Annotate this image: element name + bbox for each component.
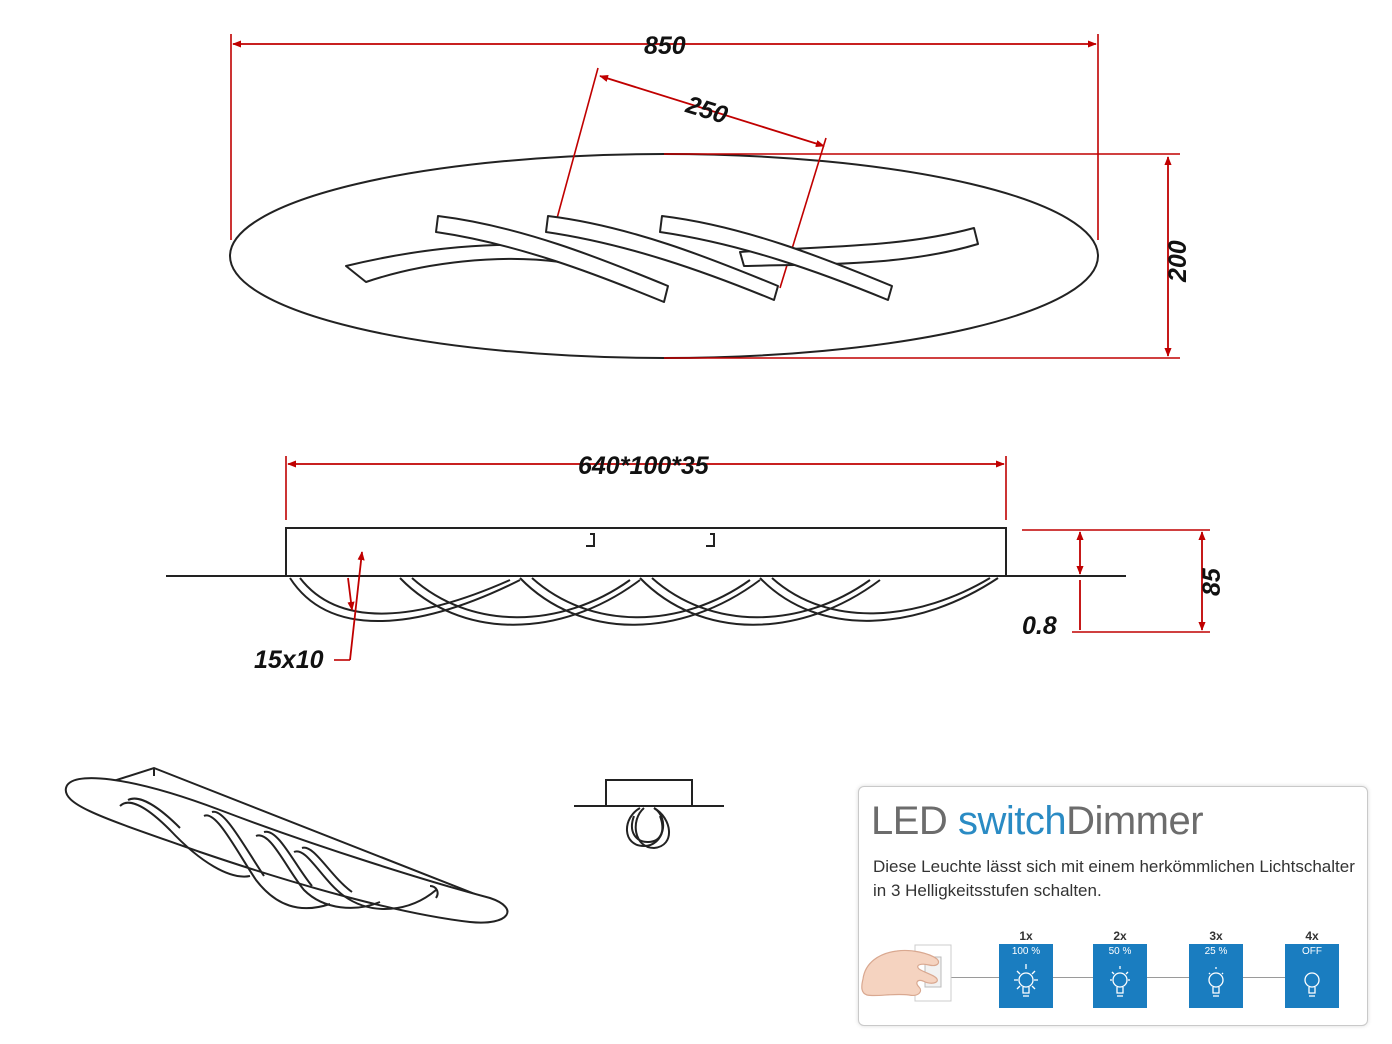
light-bar-arc xyxy=(651,577,871,619)
title-led: LED xyxy=(871,799,948,843)
top-view: 850 250 200 xyxy=(229,32,1192,359)
dimmer-step-2: 2x 50 % xyxy=(1093,929,1147,1008)
light-bar xyxy=(659,215,893,301)
step-level: 50 % xyxy=(1108,946,1132,957)
step-box: OFF xyxy=(1285,944,1339,1008)
dimension-line-bar-profile xyxy=(349,551,365,661)
title-switch: switch xyxy=(957,799,1067,843)
label-bar-profile: 15x10 xyxy=(254,646,324,674)
step-count: 2x xyxy=(1113,929,1127,943)
dimmer-step-4: 4x OFF xyxy=(1285,929,1339,1008)
light-bar-arc xyxy=(639,577,881,626)
bulb-low-icon xyxy=(1208,967,1224,997)
bulb-bright-icon xyxy=(1014,964,1038,997)
dimmer-step-1: 1x 100 % xyxy=(999,929,1053,1008)
label-height: 85 xyxy=(1198,567,1226,596)
step-box: 50 % xyxy=(1093,944,1147,1008)
bulb-off-icon xyxy=(1304,972,1320,997)
step-box: 100 % xyxy=(999,944,1053,1008)
dimension-leader xyxy=(347,577,355,611)
step-level: 25 % xyxy=(1204,946,1228,957)
light-bar-arc xyxy=(299,577,511,615)
step-count: 4x xyxy=(1305,929,1319,943)
step-count: 3x xyxy=(1209,929,1223,943)
light-bar-arc xyxy=(771,577,991,615)
step-level: 100 % xyxy=(1011,946,1041,957)
step-count: 1x xyxy=(1019,929,1033,943)
light-bar-arc xyxy=(759,577,999,622)
label-plate-thickness: 0.8 xyxy=(1022,612,1057,640)
light-bar-arc xyxy=(411,577,631,619)
light-bar-arc xyxy=(519,577,761,626)
bulb-medium-icon xyxy=(1110,966,1130,997)
panel-description: Diese Leuchte lässt sich mit einem herkö… xyxy=(873,857,1355,900)
label-base-plate: 640*100*35 xyxy=(578,452,710,480)
title-dimmer: Dimmer xyxy=(1066,799,1204,843)
step-level: OFF xyxy=(1302,946,1322,957)
hand-switch-icon xyxy=(861,944,952,1002)
light-bar xyxy=(435,215,669,303)
side-view: 640*100*35 85 0.8 15x10 xyxy=(166,452,1226,674)
end-view xyxy=(574,779,724,850)
dimension-line-bar-spacing xyxy=(599,74,825,148)
light-bar-arc xyxy=(399,577,641,626)
step-box: 25 % xyxy=(1189,944,1243,1008)
light-bar-arc xyxy=(531,577,751,619)
label-total-length: 850 xyxy=(644,32,686,60)
label-width: 200 xyxy=(1164,240,1192,283)
perspective-view xyxy=(64,766,509,924)
led-switch-dimmer-panel: LED switchDimmer Diese Leuchte lässt sic… xyxy=(858,786,1368,1026)
panel-title: LED switchDimmer xyxy=(871,797,1204,845)
base-plate xyxy=(285,527,1007,577)
light-bar xyxy=(545,215,779,301)
light-bar-arc xyxy=(289,577,521,623)
dimmer-step-3: 3x 25 % xyxy=(1189,929,1243,1008)
label-bar-spacing: 250 xyxy=(682,90,731,129)
